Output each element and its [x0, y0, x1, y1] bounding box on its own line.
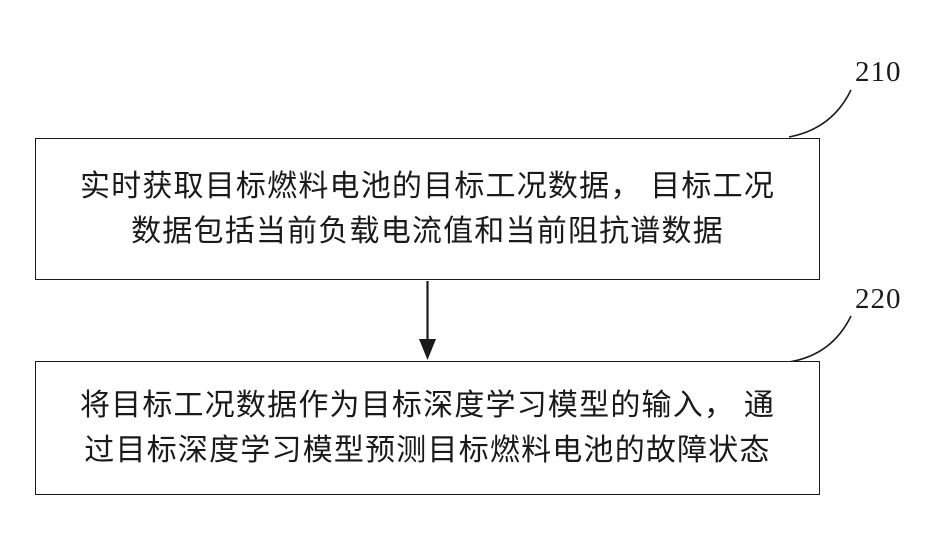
- leader-line-220: [788, 315, 852, 363]
- step-box-220: 将目标工况数据作为目标深度学习模型的输入， 通 过目标深度学习模型预测目标燃料电…: [35, 361, 820, 495]
- step-box-210: 实时获取目标燃料电池的目标工况数据， 目标工况 数据包括当前负载电流值和当前阻抗…: [35, 138, 820, 280]
- ref-label-210: 210: [855, 56, 902, 88]
- ref-label-220: 220: [855, 283, 902, 315]
- leader-line-210: [788, 89, 852, 138]
- step-210-text-line-2: 数据包括当前负载电流值和当前阻抗谱数据: [131, 215, 724, 248]
- step-220-text-line-1: 将目标工况数据作为目标深度学习模型的输入， 通: [79, 389, 776, 422]
- step-220-text-line-2: 过目标深度学习模型预测目标燃料电池的故障状态: [84, 434, 771, 467]
- flow-arrow-head: [419, 339, 436, 360]
- step-210-text-line-1: 实时获取目标燃料电池的目标工况数据， 目标工况: [79, 170, 776, 203]
